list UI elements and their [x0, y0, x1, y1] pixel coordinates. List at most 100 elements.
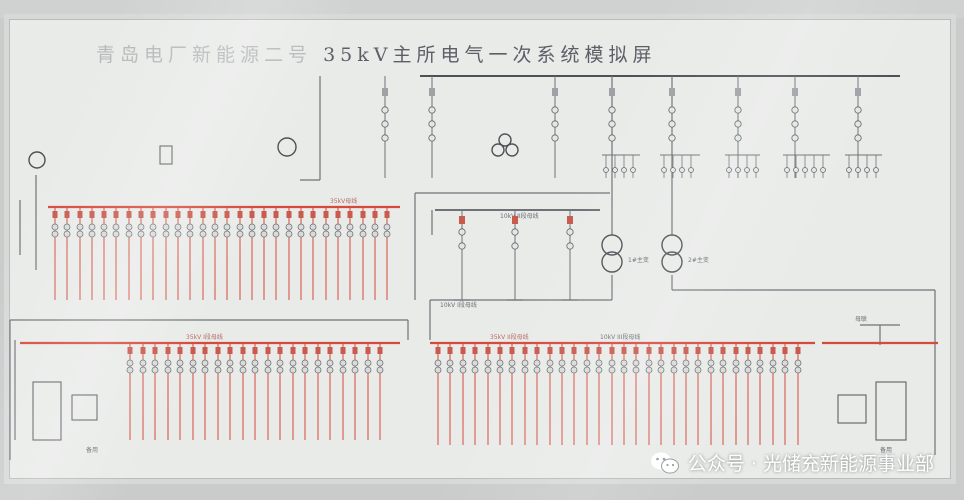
svg-cabinet: [875, 381, 907, 441]
wechat-icon: [650, 452, 679, 473]
breaker-icon: [277, 347, 283, 354]
ct-icon: [248, 230, 256, 238]
ct-icon: [285, 230, 293, 238]
ct-icon: [359, 223, 367, 231]
breaker-icon: [460, 347, 466, 354]
ct-icon: [521, 366, 529, 374]
ct-icon: [371, 223, 379, 231]
breaker-icon: [720, 347, 726, 354]
ct-icon: [151, 359, 159, 367]
ct-icon: [668, 106, 676, 114]
ct-icon: [164, 359, 172, 367]
breaker-icon: [165, 347, 171, 354]
breaker-icon: [327, 347, 333, 354]
ct-icon: [100, 230, 108, 238]
breaker-icon: [237, 211, 243, 218]
ct-icon: [434, 359, 442, 367]
breaker-icon: [113, 211, 119, 218]
breaker-icon: [140, 347, 146, 354]
ct-icon: [139, 359, 147, 367]
breaker-icon: [497, 347, 503, 354]
breaker-icon: [261, 211, 267, 218]
ct-icon: [309, 230, 317, 238]
feeder-columns: [51, 76, 882, 445]
ct-icon: [756, 359, 764, 367]
ct-icon: [428, 106, 436, 114]
ct-icon: [381, 106, 389, 114]
breaker-icon: [384, 211, 390, 218]
svg-cabinet: [32, 381, 62, 441]
ct-icon: [226, 366, 234, 374]
ground-switch-box: [159, 145, 173, 165]
breaker-icon: [252, 347, 258, 354]
pt-icon: [498, 133, 512, 147]
ct-icon: [63, 223, 71, 231]
ct-icon: [794, 366, 802, 374]
ct-icon: [260, 223, 268, 231]
ct-icon: [533, 366, 541, 374]
ct-icon: [264, 359, 272, 367]
ct-icon: [381, 120, 389, 128]
ct-icon: [176, 366, 184, 374]
ct-icon: [446, 359, 454, 367]
ct-icon: [223, 223, 231, 231]
ct-icon: [608, 359, 616, 367]
ct-icon: [781, 359, 789, 367]
breaker-icon: [202, 347, 208, 354]
label-bus-mid-right: 35kV II段母线: [490, 333, 529, 341]
ct-icon: [459, 366, 467, 374]
ct-icon: [608, 134, 616, 142]
ct-icon: [732, 359, 740, 367]
ct-icon: [668, 134, 676, 142]
ct-icon: [621, 167, 627, 173]
ct-icon: [791, 134, 799, 142]
ct-icon: [322, 230, 330, 238]
ct-icon: [322, 223, 330, 231]
ct-icon: [657, 366, 665, 374]
breaker-icon: [459, 216, 465, 224]
ct-icon: [719, 366, 727, 374]
station-transformer-icon: [277, 137, 297, 157]
ct-icon: [753, 167, 759, 173]
disconnector-icon: [792, 88, 798, 96]
ct-icon: [149, 230, 157, 238]
equipment-boxes: [32, 145, 907, 441]
wall-top-edge: [0, 0, 964, 18]
ct-icon: [126, 359, 134, 367]
ct-icon: [566, 242, 574, 250]
ct-icon: [855, 167, 861, 173]
watermark-text: 公众号 · 光储充新能源事业部: [687, 453, 934, 475]
breaker-icon: [683, 347, 689, 354]
ct-icon: [351, 359, 359, 367]
transformer-1-icon: [601, 251, 623, 273]
breaker-icon: [187, 211, 193, 218]
breaker-icon: [302, 347, 308, 354]
board-title-faded: 青岛电厂新能源二号: [96, 44, 313, 66]
ct-icon: [314, 366, 322, 374]
disconnector-icon: [609, 88, 615, 96]
ct-icon: [484, 359, 492, 367]
ct-icon: [794, 359, 802, 367]
breaker-icon: [77, 211, 83, 218]
ct-icon: [688, 167, 694, 173]
ct-icon: [608, 366, 616, 374]
breaker-icon: [472, 347, 478, 354]
breaker-icon: [340, 347, 346, 354]
ct-icon: [76, 230, 84, 238]
ct-icon: [236, 223, 244, 231]
ct-icon: [645, 366, 653, 374]
ct-icon: [214, 359, 222, 367]
pt-icon: [505, 143, 519, 157]
ct-icon: [734, 134, 742, 142]
ct-icon: [223, 230, 231, 238]
diagram-static-lines: [9, 75, 936, 460]
ct-icon: [854, 134, 862, 142]
ct-icon: [211, 223, 219, 231]
label-bus-tie: 母联: [855, 315, 867, 323]
generator-icon: [28, 151, 46, 169]
ct-icon: [201, 359, 209, 367]
breaker-icon: [745, 347, 751, 354]
disconnector-icon: [382, 88, 388, 96]
ct-icon: [854, 106, 862, 114]
ct-icon: [174, 223, 182, 231]
